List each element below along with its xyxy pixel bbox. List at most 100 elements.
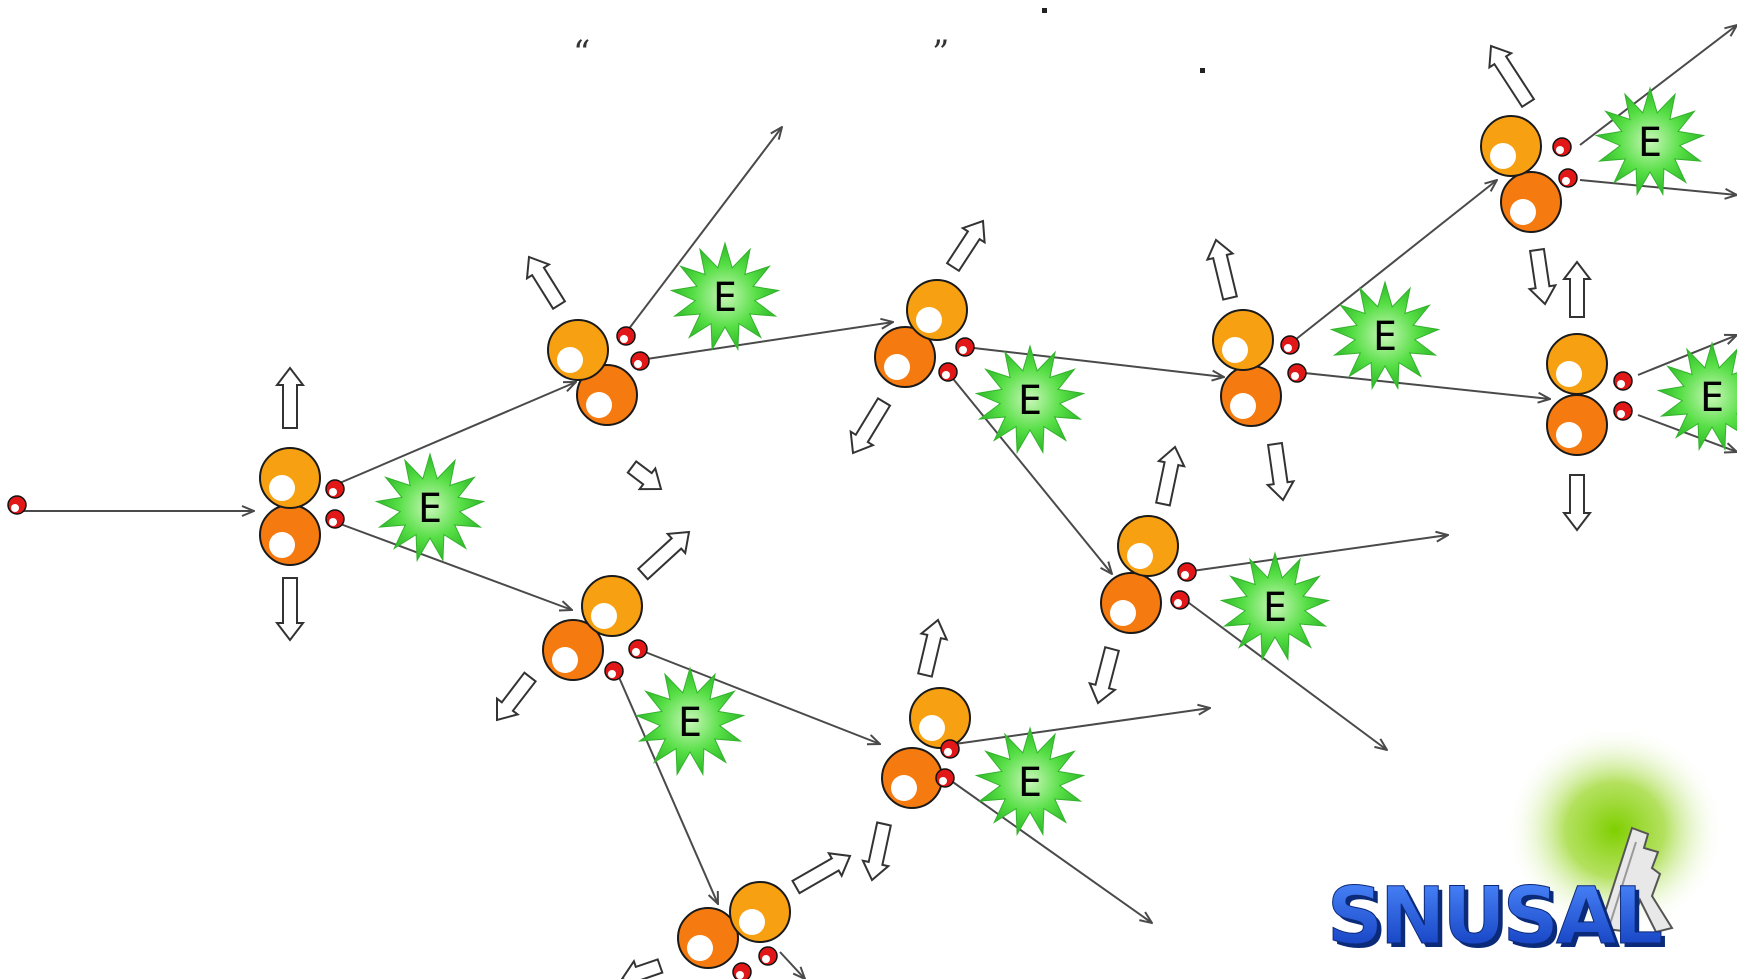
reaction-arrow [779,951,805,979]
neutron [940,739,960,759]
reaction-arrow [1184,599,1387,750]
nucleus [547,319,638,426]
recoil-arrow [1488,44,1536,109]
reaction-arrow [1637,335,1737,376]
neutron [604,661,624,681]
reaction-arrow [1294,180,1497,341]
energy-label: E [1263,585,1287,631]
neutron [1613,401,1633,421]
energy-burst-icon: E [974,344,1086,455]
neutron [1287,363,1307,383]
energy-burst-icon: E [1656,341,1737,452]
energy-burst-icon: E [1329,280,1441,391]
nucleus [1546,333,1608,456]
neutron [1177,562,1197,582]
recoil-arrow [1561,260,1593,318]
open-quote: “ [573,33,590,73]
recoil-arrow [1265,441,1296,502]
energy-label: E [1373,314,1397,360]
energy-burst-icon: E [634,666,746,777]
recoil-arrow [274,366,306,429]
reaction-arrow [627,127,782,331]
energy-label: E [678,700,702,746]
recoil-arrow [620,958,664,979]
nucleus [677,881,791,969]
neutron [1280,335,1300,355]
recoil-arrow [274,577,306,642]
reaction-arrow [1294,371,1550,399]
neutron [325,479,345,499]
energy-label: E [1638,120,1662,166]
energy-burst-icon: E [974,726,1086,837]
nuclei [259,115,1608,969]
neutron [1558,168,1578,188]
neutron [616,326,636,346]
neutron [7,495,27,515]
reaction-arrow [639,649,880,744]
neutron [938,362,958,382]
recoil-arrow [1527,247,1558,306]
neutrons [7,137,1633,979]
neutron [935,768,955,788]
reaction-arrow [639,322,893,361]
nucleus [542,575,643,681]
energy-bursts: E E E E E E E E E [374,86,1737,837]
nucleus [1100,515,1179,634]
snusal-logo: SNUSAL SNUSAL [1327,725,1725,966]
recoil-arrow [525,255,567,311]
reaction-arrow [1579,25,1737,146]
close-quote: ” [932,33,949,73]
recoil-arrow [945,219,986,273]
energy-label: E [418,486,442,532]
energy-burst-icon: E [669,241,781,352]
reaction-arrow [1184,535,1448,573]
nucleus [1212,309,1282,427]
recoil-arrow [626,459,663,491]
reaction-arrow [617,674,718,904]
logo-glow [1505,725,1725,935]
recoil-arrow [1561,474,1593,532]
reaction-arrow [334,382,576,486]
recoil-arrow [916,618,949,678]
reaction-arrow [954,708,1210,745]
reaction-arrow [964,346,1224,377]
energy-label: E [1700,375,1724,421]
energy-label: E [1018,378,1042,424]
energy-burst-icon: E [1594,86,1706,197]
reaction-arrow [949,374,1112,574]
logo-text-front: SNUSAL [1327,872,1661,962]
recoil-arrows [274,44,1593,979]
energy-burst-icon: E [374,452,486,563]
neutron [758,946,778,966]
neutron [1552,137,1572,157]
neutron [1613,371,1633,391]
neutron [732,962,752,979]
logo-text: SNUSAL [1331,876,1665,966]
recoil-arrow [1087,645,1121,705]
recoil-arrow [861,821,892,882]
neutron [630,351,650,371]
nucleus [259,447,321,566]
recoil-arrow [496,671,538,722]
neutron [955,337,975,357]
neutron [628,639,648,659]
nucleus [874,279,968,388]
nucleus [881,687,971,809]
recoil-arrow [791,851,852,895]
reaction-arrow [949,779,1152,923]
nucleus [1480,115,1562,233]
neutron [325,509,345,529]
energy-burst-icon: E [1219,551,1331,662]
reaction-arrows [22,25,1737,979]
dot-mark [1200,68,1205,73]
energy-label: E [1018,760,1042,806]
energy-label: E [713,275,737,321]
reaction-arrow [1637,414,1737,452]
neutron [1170,590,1190,610]
recoil-arrow [636,530,691,581]
reaction-arrow [334,521,572,610]
dot-mark [1042,8,1047,13]
recoil-arrow [849,397,892,455]
recoil-arrow [1155,445,1186,507]
